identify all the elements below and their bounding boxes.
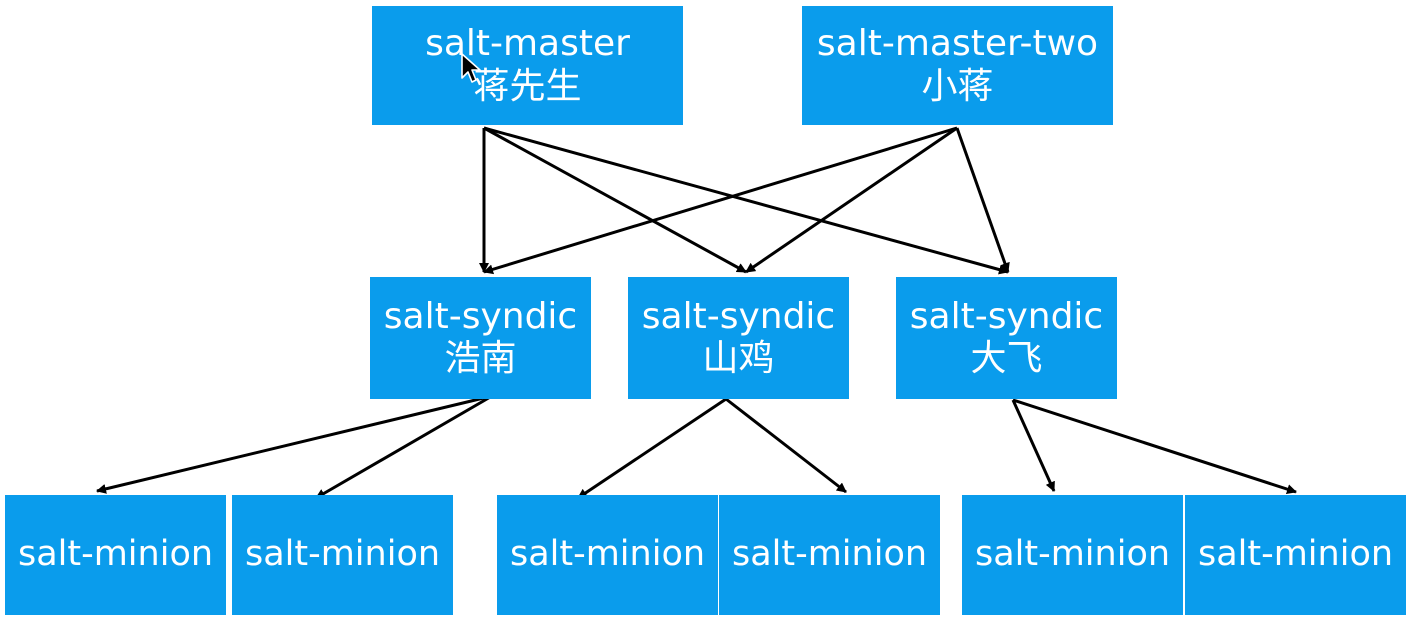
node-name: salt-minion <box>974 534 1171 575</box>
node-owner: 山鸡 <box>702 338 775 379</box>
node-name: salt-minion <box>509 534 706 575</box>
edge-arrow <box>483 126 958 275</box>
syndic-node-haonan[interactable]: salt-syndic 浩南 <box>370 277 591 399</box>
node-name: salt-minion <box>244 534 441 575</box>
edge-arrow <box>315 394 493 500</box>
node-name: salt-master-two <box>816 23 1099 65</box>
master-node-salt-master[interactable]: salt-master 蒋先生 <box>372 6 683 125</box>
edge-arrow <box>955 127 1010 273</box>
mouse-pointer-icon <box>461 53 481 83</box>
node-name: salt-minion <box>731 534 928 575</box>
edge-arrow <box>483 126 1009 275</box>
edge-arrow <box>483 126 747 274</box>
minion-node[interactable]: salt-minion <box>962 495 1183 615</box>
syndic-node-dafei[interactable]: salt-syndic 大飞 <box>896 277 1117 399</box>
node-name: salt-master <box>425 23 630 65</box>
edge-arrow <box>1012 398 1297 494</box>
edge-arrow <box>577 397 727 500</box>
node-name: salt-syndic <box>641 295 836 337</box>
edge-arrow <box>725 397 847 494</box>
node-owner: 蒋先生 <box>473 65 582 107</box>
node-name: salt-syndic <box>909 295 1104 337</box>
node-name: salt-minion <box>17 534 214 575</box>
minion-node[interactable]: salt-minion <box>719 495 940 615</box>
minion-node[interactable]: salt-minion <box>232 495 453 615</box>
node-owner: 小蒋 <box>921 65 994 107</box>
master-node-salt-master-two[interactable]: salt-master-two 小蒋 <box>802 6 1113 125</box>
edge-arrow <box>96 394 493 494</box>
node-owner: 浩南 <box>444 338 517 379</box>
minion-node[interactable]: salt-minion <box>497 495 718 615</box>
minion-node[interactable]: salt-minion <box>5 495 226 615</box>
node-name: salt-syndic <box>383 295 578 337</box>
node-owner: 大飞 <box>970 338 1043 379</box>
syndic-node-shanji[interactable]: salt-syndic 山鸡 <box>628 277 849 399</box>
node-name: salt-minion <box>1197 534 1394 575</box>
edge-arrow <box>1011 399 1056 492</box>
minion-node[interactable]: salt-minion <box>1185 495 1406 615</box>
edge-arrow <box>745 126 958 274</box>
